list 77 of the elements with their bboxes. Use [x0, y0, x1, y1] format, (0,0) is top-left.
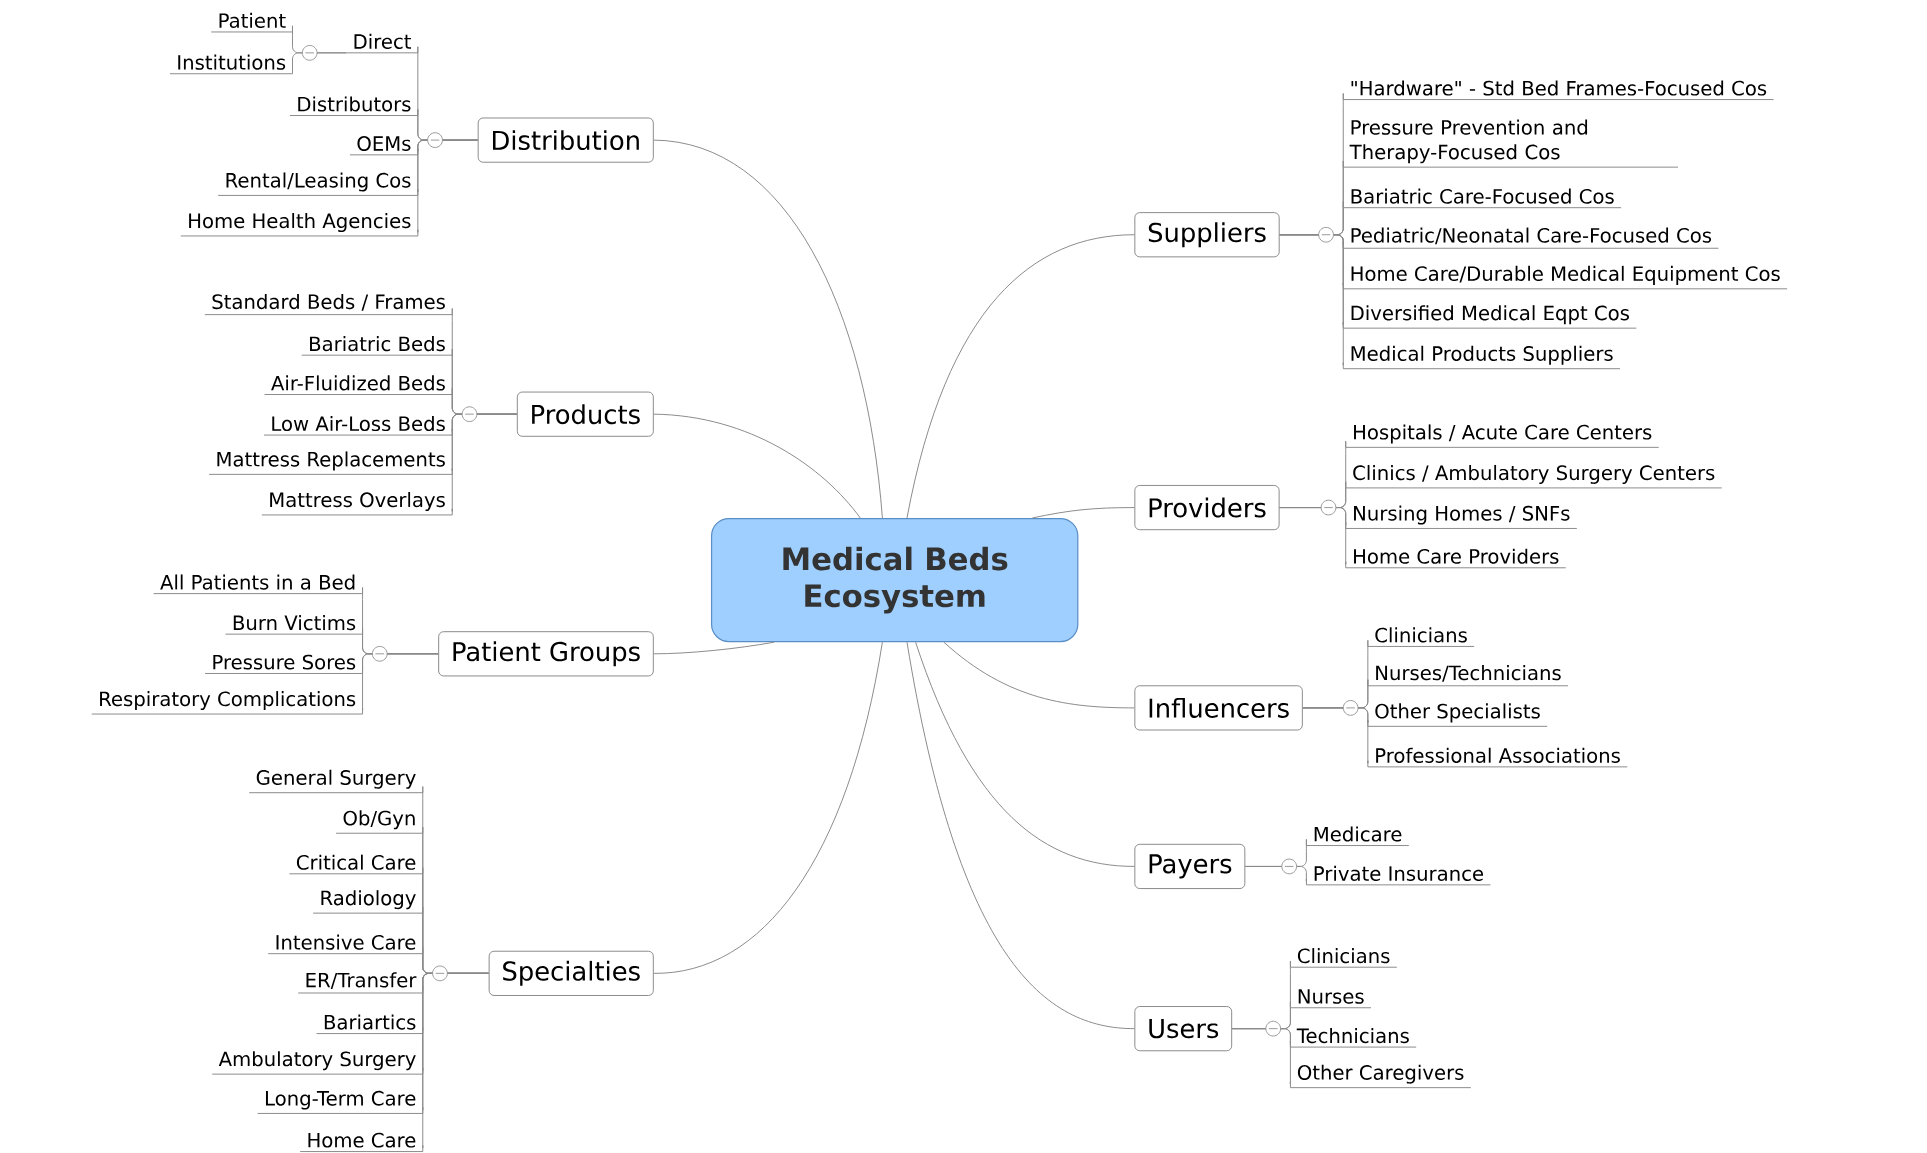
subtopic-label: "Hardware" - Std Bed Frames-Focused Cos [1342, 80, 1774, 101]
subtopic-label: Institutions [169, 54, 293, 75]
subtopic-label: Bariatric Beds [301, 336, 453, 356]
subtopic-label: Professional Associations [1367, 747, 1628, 768]
subtopic-label: Home Health Agencies [180, 213, 419, 237]
branch-curve [653, 413, 861, 519]
branch-curve [915, 641, 1135, 868]
connector-line [417, 139, 479, 237]
subtopic-label: Burn Victims [225, 615, 364, 635]
subtopic-label: Nurses [1289, 989, 1372, 1009]
subtopic-label: Pediatric/Neonatal Care-Focused Cos [1342, 227, 1719, 249]
branch-curve [653, 641, 883, 974]
subtopic-label: Distributors [289, 96, 419, 117]
subtopic-label: Other Specialists [1367, 703, 1548, 727]
connector-line [1302, 707, 1369, 768]
subtopic-label: Hospitals / Acute Care Centers [1345, 424, 1660, 448]
subtopic-label: Clinicians [1367, 627, 1475, 648]
connector-line [1244, 866, 1307, 886]
subtopic-label: Rental/Leasing Cos [217, 172, 419, 196]
subtopic-label: Home Care Providers [1345, 548, 1567, 569]
subtopic-label: Ambulatory Surgery [211, 1051, 424, 1075]
subtopic-label: Pressure Sores [204, 654, 364, 675]
subtopic-label: Mattress Replacements [208, 451, 453, 475]
subtopic-label: Ob/Gyn [335, 810, 424, 834]
topic-box: Payers [1134, 843, 1246, 890]
subtopic-label: Diversified Medical Eqpt Cos [1342, 305, 1637, 329]
subtopic-label: Direct [345, 33, 419, 54]
connector-line [1279, 234, 1344, 370]
subtopic-label: General Surgery [248, 769, 424, 794]
topic-box: Users [1134, 1006, 1233, 1052]
subtopic-label: Other Caregivers [1289, 1064, 1472, 1089]
subtopic-label: Air-Fluidized Beds [264, 375, 453, 396]
connector-line [292, 52, 347, 75]
subtopic-label: Nursing Homes / SNFs [1345, 505, 1578, 530]
connector-line [1279, 507, 1347, 569]
topic-box: Products [516, 391, 654, 437]
connector-line [1231, 1028, 1291, 1089]
subtopic-label: ER/Transfer [297, 972, 424, 994]
subtopic-label: Respiratory Complications [91, 691, 364, 715]
subtopic-label: Bariatric Care-Focused Cos [1342, 188, 1622, 209]
branch-curve [653, 139, 883, 519]
subtopic-label: Pressure Prevention and Therapy-Focused Cos [1342, 119, 1679, 168]
central-topic-box: Medical Beds Ecosystem [710, 518, 1079, 643]
subtopic-label: Low Air-Loss Beds [263, 416, 453, 436]
connector-line [451, 413, 518, 516]
subtopic-label: Medical Products Suppliers [1342, 345, 1621, 370]
topic-box: Suppliers [1134, 212, 1280, 258]
topic-box: Patient Groups [438, 631, 654, 677]
branch-curve [906, 641, 1135, 1030]
topic-box: Influencers [1134, 685, 1303, 731]
subtopic-label: Intensive Care [267, 934, 424, 955]
subtopic-label: Home Care [299, 1132, 424, 1153]
subtopic-label: Nurses/Technicians [1367, 665, 1569, 687]
subtopic-label: Technicians [1289, 1028, 1417, 1048]
branch-curve [906, 234, 1135, 519]
subtopic-label: Home Care/Durable Medical Equipment Cos [1342, 265, 1788, 290]
subtopic-label: Long-Term Care [257, 1090, 424, 1115]
topic-box: Specialties [488, 950, 654, 997]
subtopic-label: Critical Care [288, 854, 424, 875]
branch-curve [943, 641, 1135, 709]
topic-box: Distribution [477, 117, 654, 163]
subtopic-label: Medicare [1305, 826, 1410, 847]
subtopic-label: Clinics / Ambulatory Surgery Centers [1345, 465, 1723, 489]
subtopic-label: Bariartics [316, 1014, 424, 1035]
subtopic-label: Standard Beds / Frames [204, 294, 453, 316]
branch-curve [1031, 507, 1135, 519]
subtopic-label: Patient [210, 12, 293, 33]
subtopic-label: All Patients in a Bed [153, 574, 364, 595]
subtopic-label: OEMs [349, 136, 419, 156]
subtopic-label: Mattress Overlays [261, 492, 453, 516]
subtopic-label: Radiology [312, 890, 424, 914]
branch-curve [653, 641, 775, 655]
subtopic-label: Private Insurance [1305, 865, 1491, 886]
connector-line [422, 972, 490, 1153]
topic-box: Providers [1134, 485, 1280, 531]
subtopic-label: Clinicians [1289, 948, 1398, 968]
connector-line [362, 653, 439, 715]
